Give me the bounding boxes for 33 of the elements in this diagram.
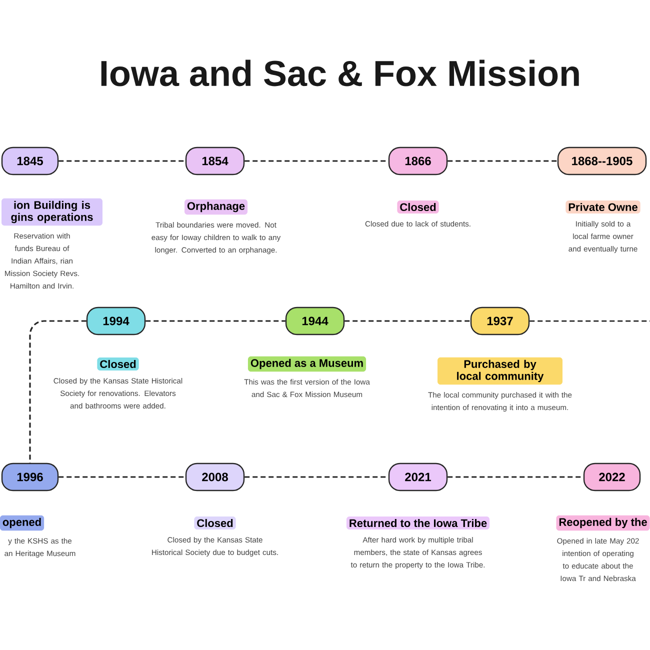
dashed-connector bbox=[29, 320, 86, 463]
year-pill: 1868--1905 bbox=[557, 146, 647, 176]
event-heading: Reopened by the bbox=[556, 515, 650, 531]
event-heading: Closed bbox=[397, 200, 439, 214]
event-heading: Orphanage bbox=[184, 199, 248, 215]
year-pill: 1845 bbox=[1, 146, 59, 176]
year-pill: 1866 bbox=[388, 146, 448, 176]
event-heading: Purchased by local community bbox=[438, 357, 562, 385]
event-heading: ion Building is gins operations bbox=[2, 198, 102, 226]
year-pill: 1996 bbox=[1, 462, 59, 492]
year-pill: 2021 bbox=[388, 462, 448, 492]
year-pill: 1937 bbox=[470, 306, 530, 336]
dashed-connector bbox=[448, 476, 584, 478]
year-pill: 1854 bbox=[185, 146, 245, 176]
event-heading: Opened as a Museum bbox=[248, 356, 366, 372]
dashed-connector bbox=[146, 320, 286, 322]
dashed-connector bbox=[448, 160, 558, 162]
dashed-connector bbox=[530, 320, 650, 322]
dashed-connector bbox=[244, 476, 388, 478]
title: Iowa and Sac & Fox Mission bbox=[101, 60, 579, 86]
dashed-connector bbox=[58, 160, 186, 162]
event-heading: Returned to the Iowa Tribe bbox=[346, 516, 490, 530]
year-pill: 2022 bbox=[583, 462, 641, 492]
dashed-connector bbox=[58, 476, 186, 478]
event-heading: Closed bbox=[194, 516, 236, 530]
dashed-connector bbox=[344, 320, 470, 322]
year-pill: 1944 bbox=[285, 306, 345, 336]
event-heading: opened bbox=[0, 515, 44, 531]
year-pill: 1994 bbox=[86, 306, 146, 336]
dashed-connector bbox=[244, 160, 388, 162]
event-heading: Private Owne bbox=[566, 200, 640, 214]
year-pill: 2008 bbox=[185, 462, 245, 492]
event-heading: Closed bbox=[97, 357, 139, 371]
